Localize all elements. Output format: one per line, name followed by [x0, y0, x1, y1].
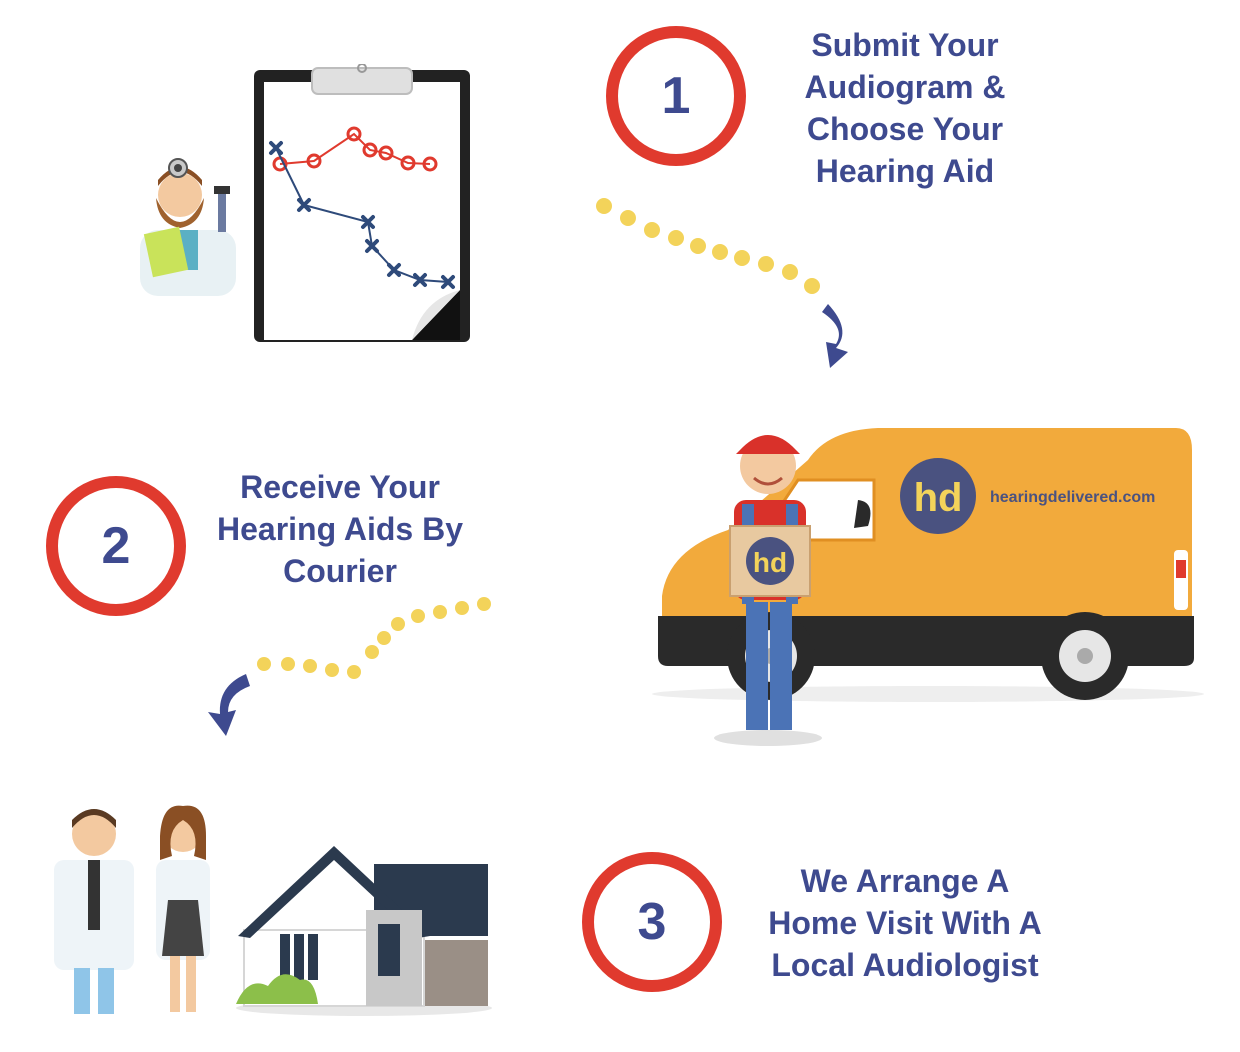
van-logo-text: hd	[914, 476, 963, 520]
step-3-line-3: Local Audiologist	[771, 947, 1039, 983]
step-3-number-text: 3	[637, 893, 667, 951]
step-1-line-3: Choose Your	[806, 111, 1004, 147]
courier-icon: hd	[714, 435, 822, 746]
dotted-path-2	[208, 597, 491, 736]
step-2-number-text: 2	[101, 517, 131, 575]
step-3-number: 3	[582, 852, 722, 992]
step-1-line-1: Submit Your	[811, 27, 999, 63]
step-2-line-3: Courier	[283, 553, 397, 589]
house-icon	[236, 846, 492, 1016]
step-2-number: 2	[46, 476, 186, 616]
box-logo-text: hd	[753, 547, 787, 578]
step-3-line-2: Home Visit With A	[768, 905, 1042, 941]
audiogram-clipboard-icon	[254, 64, 470, 342]
step-1-line-2: Audiogram &	[804, 69, 1006, 105]
step-1-text: Submit Your Audiogram & Choose Your Hear…	[760, 24, 1050, 192]
step-3-text: We Arrange A Home Visit With A Local Aud…	[740, 860, 1070, 986]
step-1-number-text: 1	[661, 67, 691, 125]
dotted-path-1	[596, 198, 848, 368]
doctor-clipboard-icon	[140, 158, 236, 296]
step-2-line-1: Receive Your	[240, 469, 440, 505]
van-website: hearingdelivered.com	[990, 489, 1155, 506]
step-1-number: 1	[606, 26, 746, 166]
step-2-text: Receive Your Hearing Aids By Courier	[190, 466, 490, 592]
step-2-line-2: Hearing Aids By	[217, 511, 463, 547]
doctors-icon	[54, 805, 210, 1014]
step-1-line-4: Hearing Aid	[815, 153, 995, 189]
step-3-line-1: We Arrange A	[800, 863, 1010, 899]
